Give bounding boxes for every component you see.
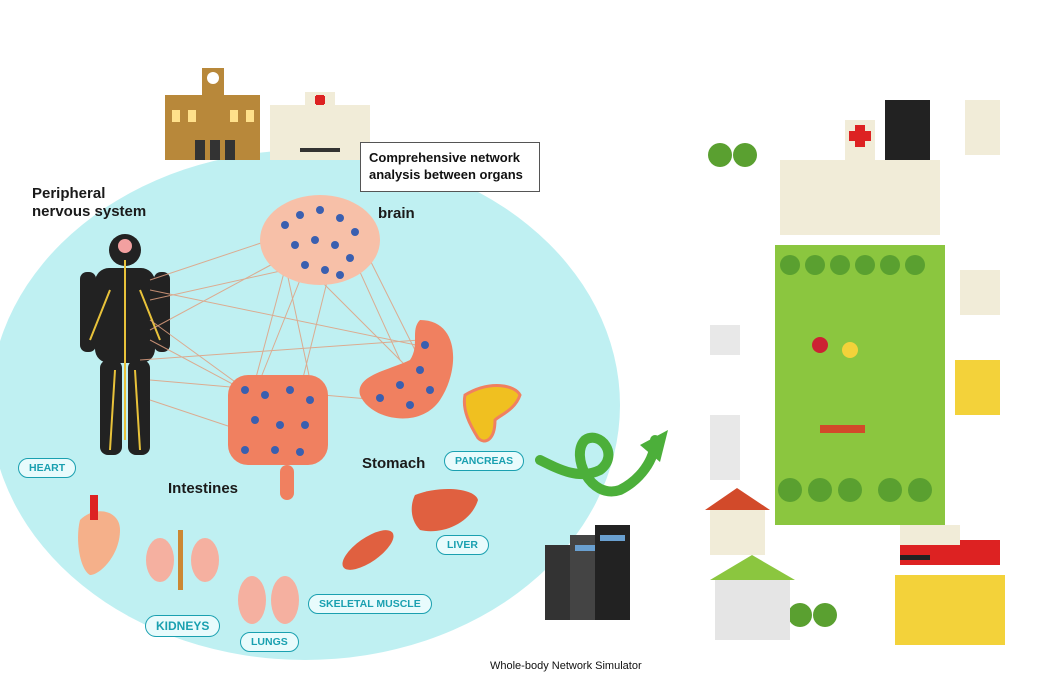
- simulator-caption: Whole-body Network Simulator: [490, 660, 642, 672]
- intestines-label: Intestines: [168, 480, 239, 497]
- heart-icon: [78, 511, 120, 575]
- brain-icon: [260, 195, 380, 285]
- intestines-icon: [228, 375, 328, 500]
- pancreas-pill: PANCREAS: [444, 451, 525, 471]
- lungs-icon: [238, 576, 299, 624]
- skeletal-muscle-pill: SKELETAL MUSCLE: [308, 594, 432, 614]
- stomach-icon: [359, 320, 454, 419]
- skeletal-muscle-icon: [342, 530, 394, 570]
- liver-pill: LIVER: [436, 535, 489, 555]
- university-icon: [165, 68, 260, 160]
- lungs-pill: LUNGS: [240, 632, 299, 652]
- server-rack-icon: [545, 525, 630, 620]
- hospital-icon: [270, 92, 370, 160]
- stomach-label: Stomach: [362, 455, 426, 472]
- heart-pill: HEART: [18, 458, 77, 478]
- kidneys-icon: [146, 530, 219, 590]
- spiral-arrow-icon: [535, 430, 668, 497]
- pancreas-icon: [462, 384, 522, 443]
- human-body-icon: [80, 234, 170, 455]
- liver-icon: [411, 488, 478, 532]
- city-illustration-icon: [705, 100, 1005, 645]
- callout-box: Comprehensive network analysis between o…: [360, 142, 540, 192]
- kidneys-pill: KIDNEYS: [145, 615, 221, 637]
- brain-label: brain: [378, 205, 415, 222]
- pns-label: Peripheral nervous system: [32, 185, 147, 220]
